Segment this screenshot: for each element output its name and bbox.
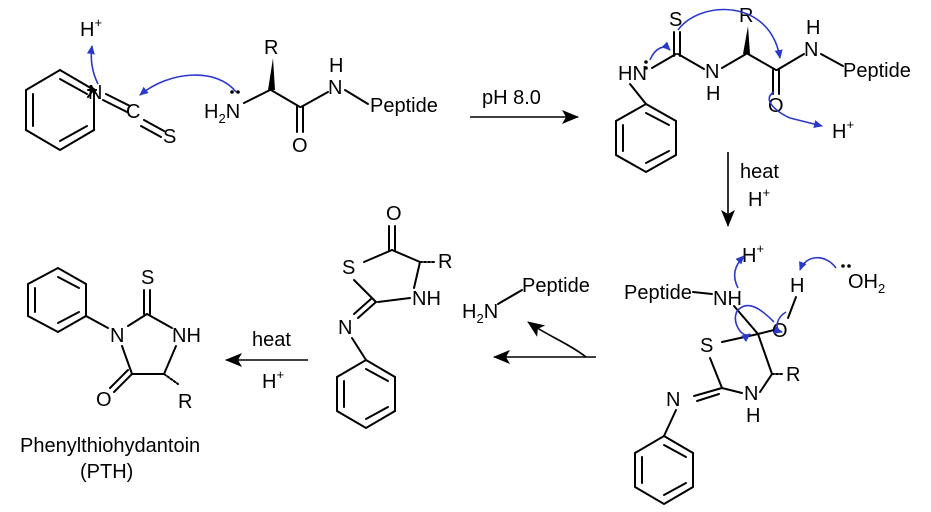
product-name: Phenylthiohydantoin <box>20 435 200 457</box>
label-peptide-1: Peptide <box>370 95 438 117</box>
label-s-2: S <box>669 9 682 31</box>
label-nh-3b: N <box>744 383 758 405</box>
label-h-3: H <box>790 275 804 297</box>
arrow-o-collapse-end <box>734 309 751 342</box>
benzene-ring-5 <box>27 266 87 334</box>
label-hn-2: HN <box>618 63 647 85</box>
arrow-water-attack <box>799 256 837 271</box>
condition-h-2: H+ <box>748 185 770 211</box>
condition-heat-2: heat <box>740 161 779 183</box>
label-n-2b: N <box>804 39 818 61</box>
tetrahedral-intermediate: Peptide NH H+ H O OH2 S N H R N <box>624 241 885 506</box>
label-h-plus-3: H+ <box>742 241 764 267</box>
label-peptide-3: Peptide <box>624 282 692 304</box>
label-r-4: R <box>438 251 452 273</box>
label-n: N <box>88 82 102 104</box>
label-n-5: N <box>110 325 124 347</box>
label-nh-3: NH <box>713 288 742 310</box>
phenyl-isothiocyanate: N C S H+ <box>25 15 237 152</box>
product-abbrev: (PTH) <box>80 461 133 483</box>
label-h-plus-2: H+ <box>832 117 854 143</box>
benzene-ring-1 <box>25 68 95 152</box>
label-nh-1: N <box>328 77 342 99</box>
arrow-o-curve <box>768 91 791 119</box>
anilinothiazolinone: O S R NH N <box>336 203 452 430</box>
arrow-oh-to-o <box>773 311 787 334</box>
label-r-5: R <box>178 391 192 413</box>
label-o-1: O <box>292 135 308 157</box>
condition-ph: pH 8.0 <box>482 87 541 109</box>
phenylthiohydantoin: S NH R O N Phenylthiohydantoin (PTH) <box>20 266 201 483</box>
label-s-5: S <box>141 267 154 289</box>
reaction-arrow-1: pH 8.0 <box>470 87 579 124</box>
reaction-arrow-4: heat H+ <box>225 329 308 393</box>
reaction-arrow-2: heat H+ <box>721 152 779 227</box>
condition-heat-4: heat <box>252 329 291 351</box>
label-nh-5: NH <box>172 325 201 347</box>
arrow-o-to-h <box>789 117 823 128</box>
label-h2n: H2N <box>204 101 240 126</box>
label-nh-4: NH <box>412 288 441 310</box>
label-s-3: S <box>700 335 713 357</box>
label-o-5: O <box>96 389 112 411</box>
peptide-n-terminus: H2N R O N H Peptide <box>204 37 438 157</box>
label-h-2b: H <box>806 17 820 39</box>
arrow-nh-to-h <box>733 255 745 289</box>
condition-h-4: H+ <box>262 367 284 393</box>
label-s-4: S <box>342 257 355 279</box>
wedge-bond <box>268 58 275 90</box>
arrow-s-attack <box>677 8 783 59</box>
label-o-4: O <box>386 203 402 225</box>
label-h-1: H <box>329 55 343 77</box>
benzene-ring-2 <box>615 102 677 174</box>
label-n-4: N <box>338 317 352 339</box>
label-s: S <box>163 126 176 148</box>
label-h-3b: H <box>746 405 760 427</box>
label-r-3: R <box>786 364 800 386</box>
label-h2n-4: H2N <box>462 301 498 326</box>
arrow-amine-attack <box>139 74 237 96</box>
benzene-ring-4 <box>336 358 396 430</box>
label-r-2: R <box>739 5 753 27</box>
label-h-plus-1: H+ <box>80 15 102 41</box>
arrow-n-to-h <box>86 45 99 85</box>
label-h-2: H <box>706 83 720 105</box>
label-n-2: N <box>705 61 719 83</box>
arrow-o-collapse <box>737 304 775 323</box>
label-r-1: R <box>264 37 278 59</box>
reaction-arrow-3: H2N Peptide <box>462 275 596 364</box>
label-c: C <box>126 101 140 123</box>
arrow-lone-pair-to-cs <box>649 41 671 61</box>
label-oh2: OH2 <box>848 271 885 296</box>
label-peptide-4: Peptide <box>522 275 590 297</box>
label-peptide-2: Peptide <box>843 60 911 82</box>
wedge-bond-2 <box>743 26 750 54</box>
ptc-peptide: HN S N H R O N H Peptide H+ <box>615 5 911 174</box>
label-n-3: N <box>666 389 680 411</box>
benzene-ring-3 <box>634 434 694 506</box>
